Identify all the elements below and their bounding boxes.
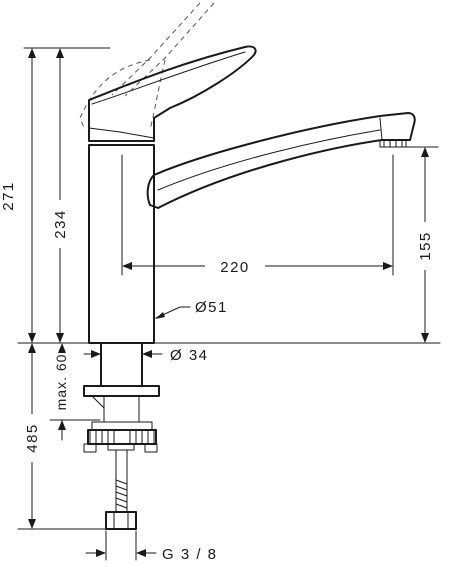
lever-handle [88,45,257,142]
dim-220-label: 220 [220,259,250,276]
dimension-hose-length: 485 [17,343,109,530]
mounting-shank [83,342,160,431]
dimension-max-deck-thickness: max. 60 [49,343,101,441]
dimension-base-diameter: Ø 34 [83,347,209,364]
dim-155-label: 155 [417,231,434,261]
supply-hose [105,449,137,530]
dimension-total-height: 271 [0,47,111,343]
dim-271-label: 271 [0,181,17,211]
dimension-spout-reach: 220 [121,154,394,276]
dim-234-label: 234 [52,209,69,239]
dimension-body-height: 234 [52,48,69,343]
dim-485-label: 485 [24,423,41,453]
dim-diameter-34-label: Ø 34 [170,347,209,364]
dim-max-60-label: max. 60 [53,354,69,411]
lever-swing-outline [79,2,215,131]
dimension-connection-thread: G 3 / 8 [85,530,218,563]
dim-thread-g38-label: G 3 / 8 [162,546,218,563]
spout [146,112,416,209]
dim-diameter-51-label: Ø51 [195,299,228,316]
mounting-nut [83,429,158,453]
dimension-body-diameter: Ø51 [155,299,228,319]
dimension-outlet-height: 155 [391,146,439,343]
